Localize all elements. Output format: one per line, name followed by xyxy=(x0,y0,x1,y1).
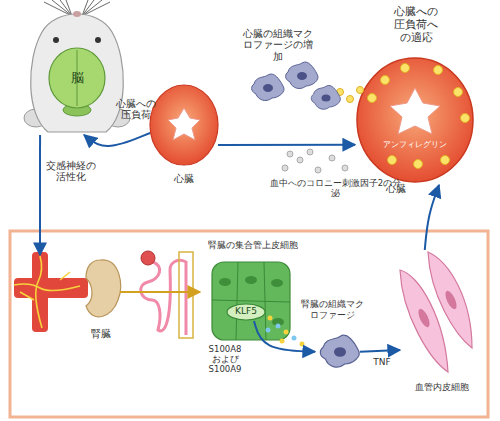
collecting-duct-cells xyxy=(212,262,290,340)
cell-nucleus xyxy=(219,278,231,286)
amphiregulin-dot xyxy=(441,156,450,165)
nucleus-ellipse xyxy=(227,304,265,320)
secreted-dot xyxy=(266,328,271,333)
flow-arrow xyxy=(425,185,439,250)
node-label: 血管内皮細胞 xyxy=(410,382,474,393)
csf2-dot xyxy=(329,155,335,161)
renal-macrophage-node: 腎臓の組織マクロファージ xyxy=(315,305,360,370)
csf2-dot xyxy=(282,165,288,171)
amphiregulin-dot xyxy=(401,64,410,73)
node-label: 腎臓の組織マクロファージ xyxy=(297,299,367,321)
flow-arrow xyxy=(254,321,315,352)
endothelial-cell xyxy=(428,252,472,348)
cell-nucleus xyxy=(245,276,257,284)
node-label: 腎臓の集合管上皮細胞 xyxy=(200,240,305,251)
sympathetic-nerve xyxy=(14,256,80,328)
node-label: 心臓 xyxy=(164,173,204,185)
node-label: 脳 xyxy=(65,70,89,86)
node-label: 腎臓 xyxy=(85,328,117,340)
node-label: 心臓の組織マクロファージの増加 xyxy=(240,28,316,62)
amphiregulin-dot xyxy=(454,88,463,97)
epithelium xyxy=(212,262,290,340)
arrow-label: 交感神経の活性化 xyxy=(46,160,96,183)
nephron xyxy=(141,251,193,338)
node-label: アンフィレグリン xyxy=(375,140,455,150)
s100a8-a9-particles xyxy=(266,316,305,347)
collecting-duct-highlight xyxy=(179,252,193,338)
secreted-dot xyxy=(292,336,297,341)
cardiac-macrophage xyxy=(311,85,340,109)
blood-vessel xyxy=(14,252,88,332)
amphiregulin-dot xyxy=(414,160,423,169)
collecting-duct-node: 腎臓の集合管上皮細胞KLF5 xyxy=(200,240,300,340)
csf2-dot xyxy=(297,157,303,163)
amphiregulin-dot xyxy=(388,156,397,165)
secreted-dot xyxy=(268,316,273,321)
nose xyxy=(73,11,81,17)
amphiregulin-dot xyxy=(381,76,390,85)
csf2-dot xyxy=(342,165,348,171)
cell-nucleus xyxy=(443,289,459,311)
cell-borders xyxy=(212,262,290,340)
secreted-dot xyxy=(280,339,285,344)
secreted-dot xyxy=(284,330,289,335)
endothelial-cell-node: 血管内皮細胞 xyxy=(400,250,475,380)
flow-arrow xyxy=(218,144,355,146)
endothelial-cells xyxy=(400,252,472,372)
csf2-dot xyxy=(315,167,321,173)
eye xyxy=(53,37,59,43)
kidney-shape xyxy=(86,260,121,317)
flow-arrow xyxy=(360,350,400,352)
amphiregulin-dot xyxy=(461,114,470,123)
heart-left xyxy=(150,85,218,165)
cardiac-macrophage xyxy=(286,62,318,89)
edge-group xyxy=(40,133,439,352)
arrow-label: 血中へのコロニー刺激因子2の分泌 xyxy=(268,178,403,198)
eye xyxy=(95,37,101,43)
flow-arrow xyxy=(39,135,41,255)
heart-wall xyxy=(357,58,473,182)
mouse-head xyxy=(24,0,130,132)
cell-nucleus xyxy=(416,307,432,329)
adapted-heart-node: 心臓への圧負荷への適応アンフィレグリン心臓 xyxy=(355,55,475,185)
brain-node: 脳 xyxy=(28,5,130,135)
csf2-dot xyxy=(287,151,293,157)
flow-arrow xyxy=(120,291,200,293)
heart-lumen xyxy=(390,88,440,134)
secreted-dot xyxy=(300,342,305,347)
heart-right xyxy=(337,58,474,182)
kidney-panel-frame xyxy=(10,231,488,417)
brain-shape xyxy=(49,48,105,108)
cardiac-macrophage-node: 心臓の組織マクロファージの増加 xyxy=(240,28,340,108)
heart-node: 心臓 xyxy=(150,85,218,165)
arrow-label: 心臓への圧負荷 xyxy=(116,98,156,121)
amphiregulin-dot xyxy=(434,66,443,75)
klf5-nucleus: KLF5 xyxy=(226,303,266,321)
kidney-node: 腎臓 xyxy=(15,255,120,325)
amphiregulin-dot xyxy=(368,94,377,103)
head-outline xyxy=(31,14,124,132)
node-label: KLF5 xyxy=(226,306,266,317)
node-label: 心臓への圧負荷への適応 xyxy=(393,5,439,45)
secreted-dot xyxy=(276,324,281,329)
heart-wall xyxy=(150,85,218,165)
heart-lumen xyxy=(168,108,200,140)
renal-macrophage xyxy=(320,335,359,367)
amphiregulin-dot xyxy=(347,96,354,103)
amphiregulin-dot xyxy=(357,87,364,94)
csf2-dot xyxy=(307,149,313,155)
arrow-label: TNF xyxy=(368,357,396,368)
glomerulus xyxy=(141,251,155,265)
whiskers xyxy=(44,0,110,16)
cardiac-macrophage xyxy=(252,74,284,101)
cell-nucleus xyxy=(271,279,283,287)
flow-arrow xyxy=(84,133,150,146)
csf2-particles xyxy=(282,149,348,173)
arrow-label: S100A8 および S100A9 xyxy=(206,344,244,375)
